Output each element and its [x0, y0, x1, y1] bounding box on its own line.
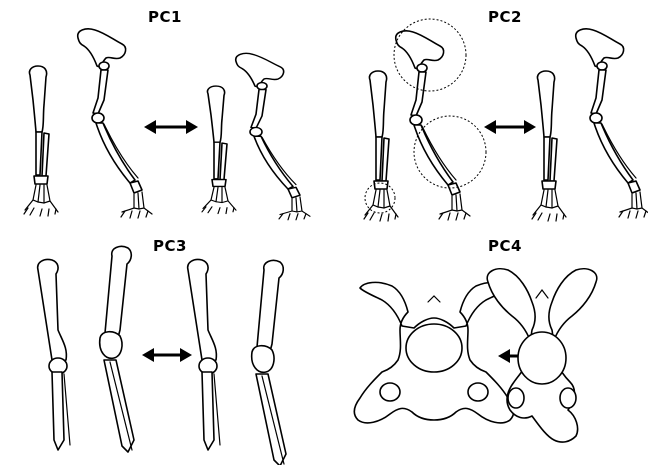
pc1-forelimb-right — [202, 86, 236, 214]
pc1-forelimb-left — [24, 66, 58, 216]
pc1-hindlimb-left — [78, 29, 152, 218]
pc3-leg-2 — [100, 246, 134, 452]
pc2-forelimb-right — [532, 71, 566, 221]
pc4-pelvis-left — [354, 282, 513, 423]
pc2-hindlimb-right — [576, 29, 648, 218]
pc2-double-arrow — [484, 120, 536, 134]
pc1-hindlimb-right — [236, 53, 310, 219]
pc3-leg-4 — [252, 260, 286, 465]
pc3-leg-1 — [38, 259, 70, 450]
pc2-hindlimb-left — [396, 31, 470, 220]
pc3-leg-3 — [188, 259, 220, 450]
pc1-double-arrow — [144, 120, 198, 134]
pc2-forelimb-left — [364, 71, 398, 221]
pc3-double-arrow — [142, 348, 192, 362]
